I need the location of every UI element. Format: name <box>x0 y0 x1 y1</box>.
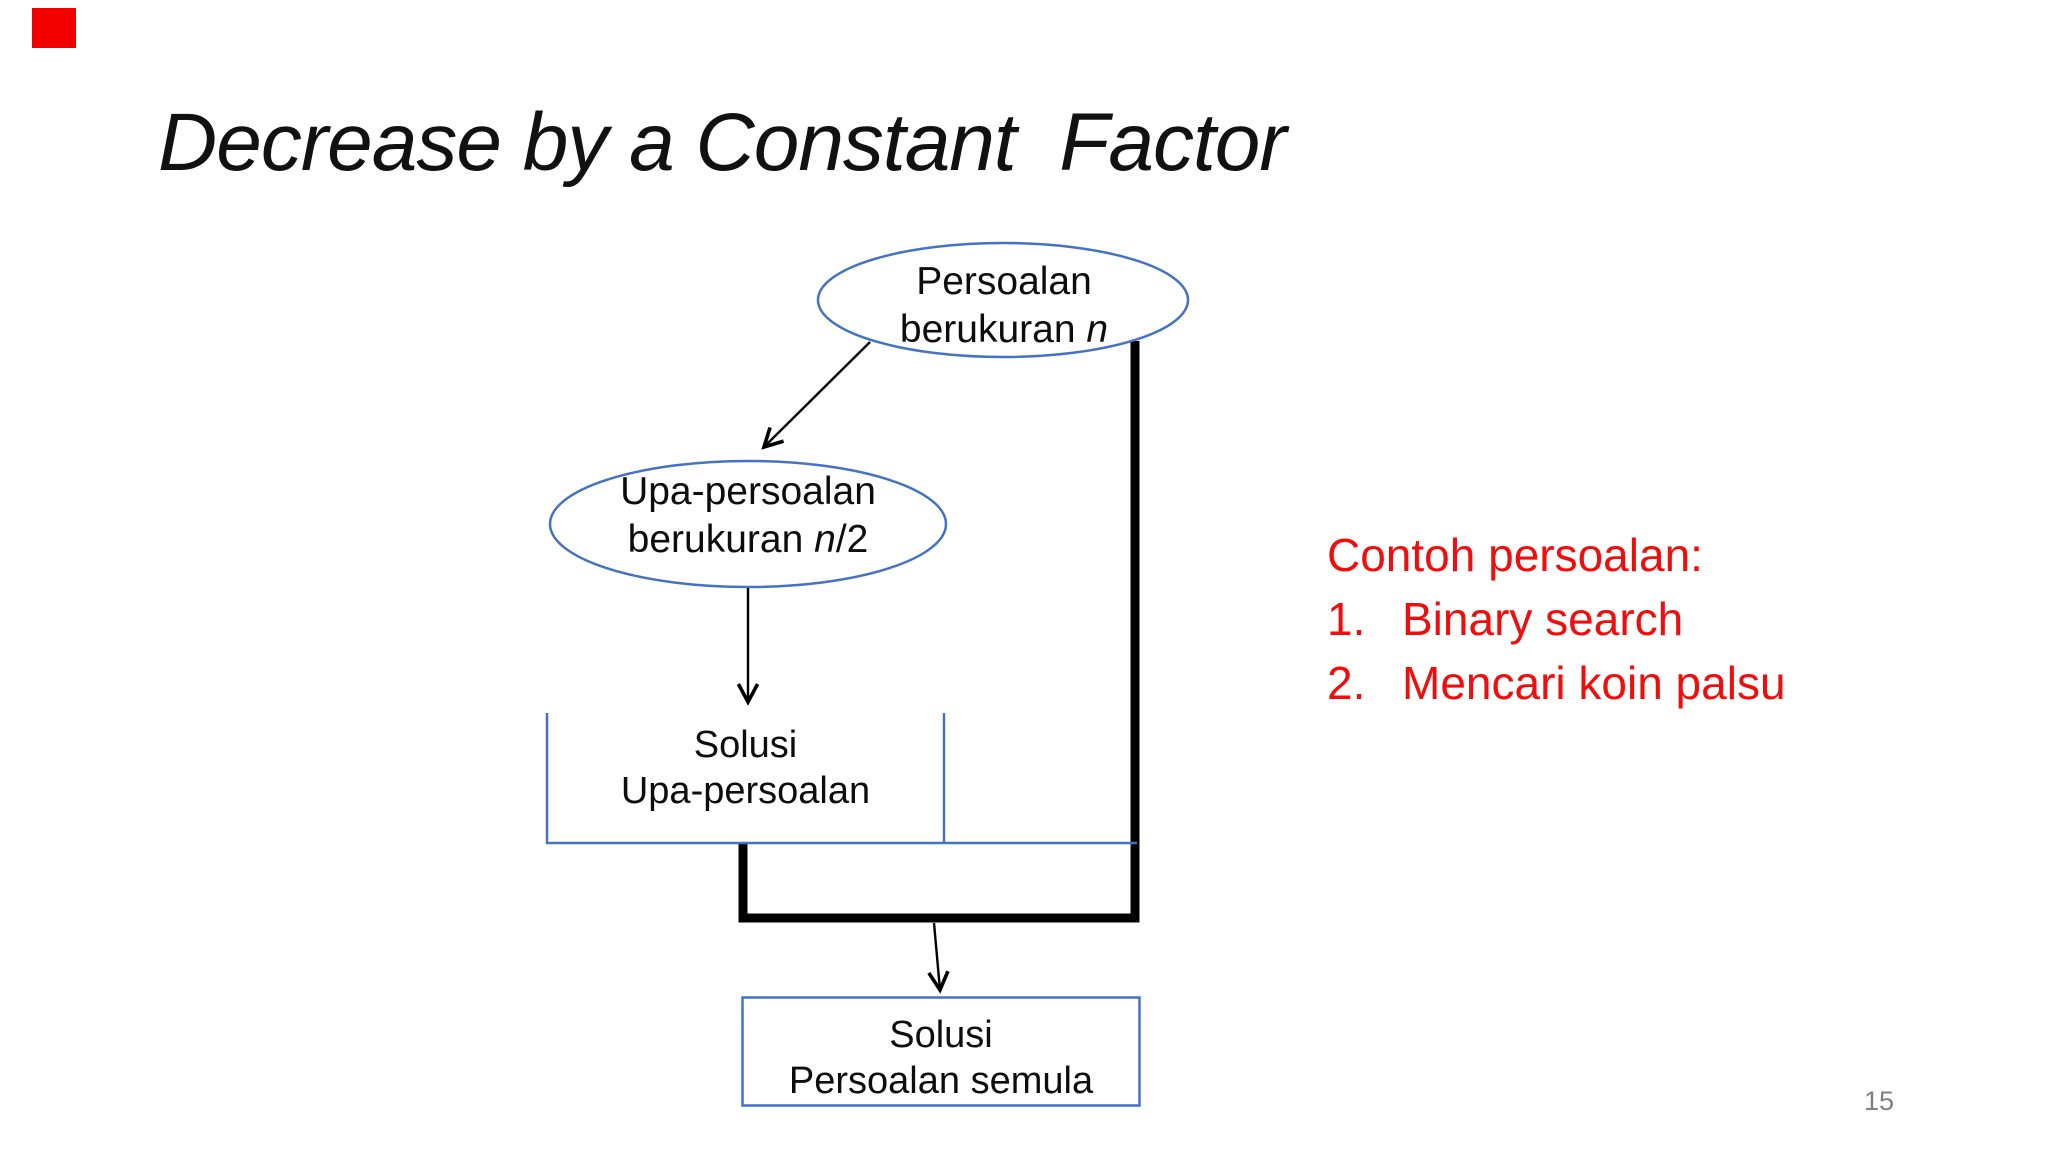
bracket-line2: Upa-persoalan <box>620 770 871 812</box>
problem-line2: berukuran n <box>899 308 1109 351</box>
subproblem-line2: berukuran n/2 <box>627 518 869 561</box>
list-item-label: Mencari koin palsu <box>1402 657 1786 709</box>
final-solution-arrow <box>934 922 940 990</box>
problem-line1: Persoalan <box>916 260 1092 303</box>
box-line2: Persoalan semula <box>788 1060 1094 1102</box>
combine-path <box>738 341 1140 923</box>
subproblem-ellipse <box>548 459 948 589</box>
list-item-label: Binary search <box>1402 593 1684 645</box>
problem-ellipse <box>816 241 1190 359</box>
box-line1: Solusi <box>889 1014 993 1056</box>
problem-ellipse-label: Persoalan berukuran n <box>816 258 1192 354</box>
final-solution-label: Solusi Persoalan semula <box>742 1012 1140 1104</box>
list-item: 1. Binary search <box>1327 587 1786 651</box>
examples-header: Contoh persoalan: <box>1327 529 1703 581</box>
list-item-number: 1. <box>1327 593 1366 645</box>
solution-bracket <box>545 713 1137 845</box>
corner-red-box <box>32 8 76 48</box>
bracket-line1: Solusi <box>693 724 798 766</box>
final-solution-box <box>741 996 1141 1107</box>
subproblem-line1: Upa-persoalan <box>620 470 876 513</box>
list-item: 2. Mencari koin palsu <box>1327 651 1786 715</box>
divide-arrow <box>764 341 871 447</box>
subproblem-ellipse-label: Upa-persoalan berukuran n/2 <box>549 468 947 564</box>
slide-title: Decrease by a Constant Factor <box>158 97 1287 188</box>
examples-list: Contoh persoalan: 1. Binary search 2. Me… <box>1327 523 1786 715</box>
subproblem-solution-label: Solusi Upa-persoalan <box>547 722 944 814</box>
list-item-number: 2. <box>1327 657 1366 709</box>
page-number: 15 <box>1864 1086 1895 1116</box>
